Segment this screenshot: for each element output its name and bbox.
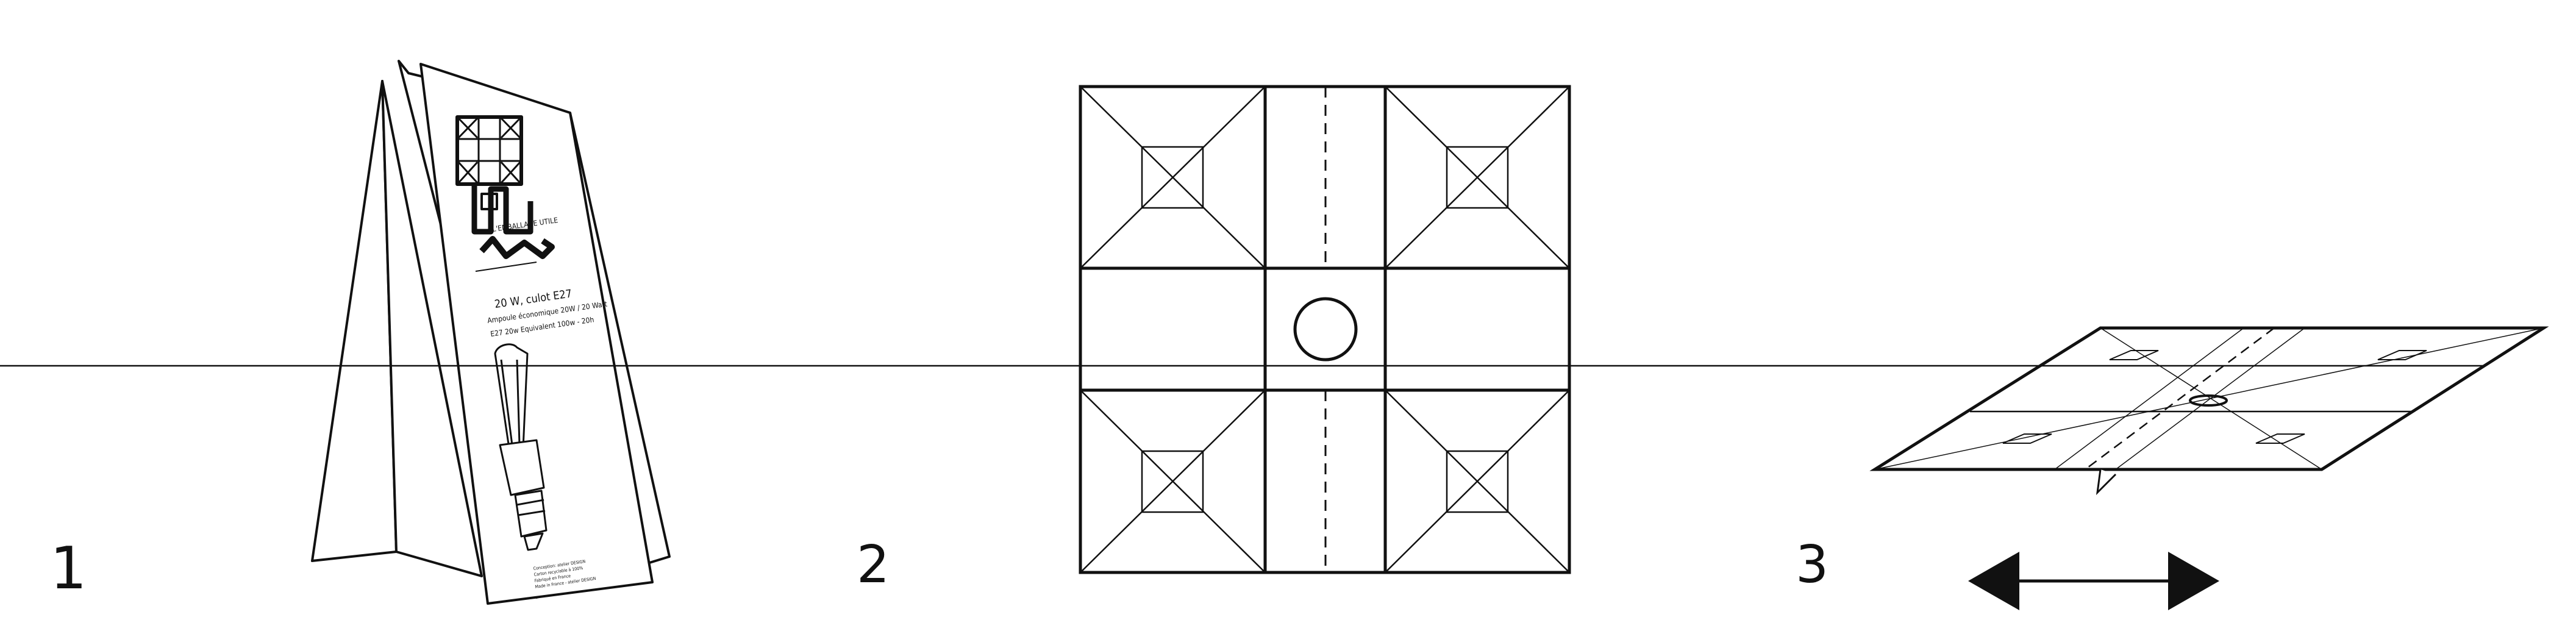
socket-hole-perspective [2189, 394, 2228, 407]
package-divider [475, 262, 537, 272]
flat-sheet-perspective [0, 326, 2549, 496]
corner-pyramid-bottom-left [1080, 390, 1266, 573]
cfl-bulb-icon [494, 343, 548, 551]
package-front-face [419, 63, 654, 605]
step-number-2: 2 [857, 535, 890, 595]
corner-pyramid-top-right [1385, 86, 1570, 269]
brand-logo [455, 115, 555, 259]
step-number-3: 3 [1796, 535, 1829, 595]
double-arrow-icon [1968, 552, 2219, 610]
unfolded-sheet [1079, 85, 1571, 574]
corner-pyramid-bottom-right [1385, 390, 1570, 573]
socket-hole [1293, 297, 1358, 362]
package-fold-face [381, 80, 483, 577]
package-illustration: L'EMBALLAGE UTILE 20 W, culot E27 Ampoul… [311, 60, 671, 605]
corner-pyramid-top-left [1080, 86, 1266, 269]
step-number-1: 1 [50, 535, 87, 602]
hanging-tab [2096, 469, 2117, 496]
